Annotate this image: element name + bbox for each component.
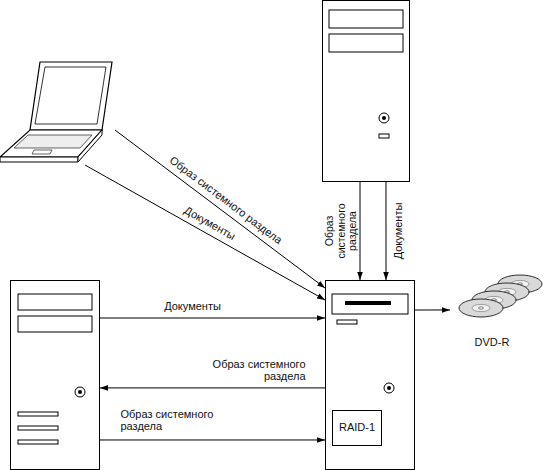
- drive-bay: [18, 294, 92, 310]
- flow-label: Документы: [392, 203, 404, 260]
- indicator: [337, 320, 357, 324]
- power-button: [78, 390, 82, 394]
- power-button: [384, 383, 394, 393]
- laptop: [0, 60, 115, 165]
- drive-bay: [332, 294, 408, 314]
- workstation-tower: [322, 0, 410, 182]
- dvd-r-discs: DVD-R: [450, 270, 542, 360]
- data-flow-arrow: [100, 318, 325, 319]
- laptop-screen: [35, 67, 106, 124]
- dvd-slot: [345, 301, 391, 305]
- laptop-keyboard: [14, 135, 92, 148]
- power-button: [382, 116, 386, 120]
- power-button: [75, 387, 85, 397]
- drive-bay: [329, 10, 403, 28]
- power-button: [379, 113, 389, 123]
- laptop-lid: [30, 62, 112, 130]
- node-shape: [322, 0, 410, 182]
- data-flow-arrow: [100, 439, 325, 440]
- flow-label: Образ системного раздела: [186, 358, 306, 382]
- vent-slot: [18, 412, 58, 416]
- data-flow-arrow: [415, 309, 450, 310]
- node-shape: [10, 280, 100, 470]
- vent-slot: [18, 440, 58, 444]
- case-outline: [323, 1, 410, 182]
- backup-server: RAID-1: [325, 280, 415, 470]
- raid-array-box: RAID-1: [332, 410, 382, 446]
- node-shape: [0, 60, 115, 165]
- laptop-touchpad: [32, 150, 52, 154]
- data-flow-arrow: [115, 130, 325, 288]
- flow-label: Образ системного раздела: [121, 408, 241, 432]
- node-label: DVD-R: [450, 336, 534, 348]
- data-flow-arrow: [385, 182, 386, 280]
- flow-label: Документы: [164, 300, 221, 312]
- drive-bay: [18, 316, 92, 332]
- drive-bay: [329, 34, 403, 52]
- workstation-tower: [10, 280, 100, 470]
- data-flow-arrow: [360, 182, 361, 280]
- data-flow-arrow: [100, 387, 325, 388]
- case-outline: [326, 281, 415, 470]
- dvd-disc-hole: [479, 307, 484, 309]
- dvd-disc-ring: [472, 304, 490, 311]
- indicator: [379, 134, 389, 138]
- dvd-disc: [459, 299, 503, 317]
- case-outline: [333, 411, 382, 446]
- flow-label: Образ системного раздела: [324, 199, 359, 263]
- case-outline: [11, 281, 100, 470]
- node-label: RAID-1: [332, 421, 382, 433]
- laptop-edge: [0, 157, 78, 162]
- vent-slot: [18, 426, 58, 430]
- power-button: [387, 386, 391, 390]
